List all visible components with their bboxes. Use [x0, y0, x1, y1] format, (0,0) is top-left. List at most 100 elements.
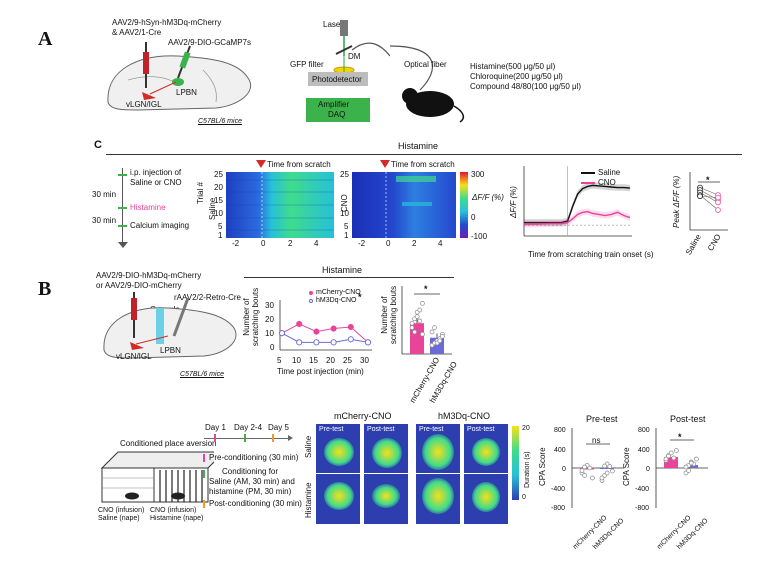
- optical-fiber-label: Optical fiber: [404, 60, 447, 69]
- trace-series-saline: [524, 184, 631, 224]
- cpa-pre-chart: [571, 428, 624, 508]
- peak-paired-chart: [689, 172, 728, 231]
- cpa-ytick: -400: [551, 486, 566, 493]
- brain-schematic-b: [103, 292, 237, 359]
- hm-ytick: 5: [344, 222, 349, 231]
- heat-row-histamine: Histamine: [304, 482, 313, 518]
- b-title: Histamine: [322, 265, 363, 275]
- a-region1: vLGN/IGL: [126, 100, 162, 109]
- scratch-timecourse-chart: [278, 300, 372, 351]
- cpa-ytick: 400: [554, 447, 566, 454]
- bar-point: [429, 329, 435, 335]
- cpa-ytick: -400: [635, 486, 650, 493]
- occ-post-label-2: Post-test: [467, 426, 495, 433]
- occupancy-map-mcherry-pre: [316, 424, 360, 524]
- bar-point: [412, 329, 417, 335]
- post-bullet: [203, 500, 205, 508]
- b-virus1: AAV2/9-DIO-hM3Dq-mCherry: [96, 271, 202, 280]
- b-legend-mcherry-dot: [309, 291, 313, 295]
- b-bar-ylabel: Number of scratching bouts: [380, 285, 398, 345]
- hm-ytick: 20: [214, 183, 223, 192]
- hm-ytick: 10: [340, 209, 349, 218]
- peak-pair-line: [699, 194, 719, 211]
- hm-xtick: 2: [288, 239, 293, 248]
- heat-group2: hM3Dq-CNO: [438, 411, 491, 421]
- legend-saline-label: Saline: [598, 168, 621, 177]
- b-virus1b: or AAV2/9-DIO-mCherry: [96, 281, 182, 290]
- c-title-rule: [106, 154, 742, 155]
- b-line-ytick: 0: [270, 343, 275, 352]
- day5-label: Day 5: [268, 423, 289, 432]
- cpa-ytick: 0: [646, 466, 650, 473]
- cpa-point: [590, 475, 595, 481]
- legend-saline-swatch: [581, 172, 595, 174]
- cpa-point: [668, 450, 674, 456]
- cpa-point: [610, 468, 615, 474]
- cpa-ytick: -800: [635, 505, 650, 512]
- c-timeline-axis: [122, 168, 123, 244]
- chamber1-line2: Saline (nape): [98, 515, 140, 522]
- b-line-ytick: 10: [265, 329, 274, 338]
- b-line-xtick: 5: [277, 356, 282, 365]
- b-bar-star: *: [424, 284, 428, 294]
- colorbar-label: ΔF/F (%): [472, 193, 504, 202]
- trace-ylabel: ΔF/F (%): [509, 186, 518, 218]
- cond-bullet: [203, 470, 205, 478]
- occupancy-map-mcherry-post: [364, 424, 408, 524]
- b-line-xtick: 25: [343, 356, 352, 365]
- amplifier-box: [306, 98, 370, 122]
- peak-cat-cno: CNO: [706, 232, 723, 253]
- hm-ytick: 25: [214, 170, 223, 179]
- hm-ytick: 25: [340, 170, 349, 179]
- peak-pair-line: [699, 187, 719, 196]
- optical-fiber-line: [389, 45, 434, 91]
- drug1-text: Histamine(500 μg/50 μl): [470, 62, 556, 71]
- peak-star: *: [706, 175, 710, 185]
- panel-label-a: A: [38, 28, 53, 50]
- cpa-ytick: 800: [638, 427, 650, 434]
- c-tick2: [118, 207, 127, 209]
- hm-ytick: 1: [218, 231, 223, 240]
- brain-schematic-a: [107, 42, 251, 111]
- cpa-point: [683, 464, 689, 470]
- b-legend-mcherry: mCherry-CNO: [316, 289, 361, 296]
- cpa-post-ylabel: CPA Score: [622, 447, 631, 486]
- cpa-bar-1: [684, 465, 698, 468]
- bar-point: [420, 301, 425, 306]
- pre-text: Pre-conditioning (30 min): [209, 453, 299, 462]
- hm-xtick: 4: [314, 239, 319, 248]
- c-tick3: [118, 225, 127, 227]
- hm-ytick: 10: [214, 209, 223, 218]
- heatmap-marker-right: [380, 160, 390, 168]
- b-line-ytick: 20: [265, 315, 274, 324]
- drug2-text: Chloroquine(200 μg/50 μl): [470, 72, 563, 81]
- cpa-post-title: Post-test: [670, 414, 706, 424]
- day-arrow: [288, 435, 293, 441]
- post-text: Post-conditioning (30 min): [209, 499, 302, 508]
- b-line-xtick: 15: [309, 356, 318, 365]
- cond-text-c: histamine (PM, 30 min): [209, 487, 292, 496]
- cpa-ytick: 800: [554, 427, 566, 434]
- trace-xlabel: Time from scratching train onset (s): [528, 250, 654, 259]
- c-step1a: i.p. injection of: [130, 168, 182, 177]
- c-gap1: 30 min: [92, 190, 117, 199]
- occupancy-map-hm3dq-post: [464, 424, 508, 524]
- tc-point: [347, 323, 354, 331]
- tc-point: [313, 339, 320, 346]
- cpa-post-chart: [655, 428, 708, 508]
- trace-sem-band-0: [524, 182, 630, 226]
- day24-label: Day 2-4: [234, 423, 263, 432]
- b-legend-hm3dq: hM3Dq-CNO: [316, 297, 357, 304]
- occ-post-label-1: Post-test: [367, 426, 395, 433]
- b-region2: LPBN: [160, 346, 181, 355]
- trace-sem-band-1: [524, 208, 630, 228]
- b-legend-hm3dq-dot: [309, 299, 313, 303]
- drug3-text: Compound 48/80(100 μg/50 μl): [470, 82, 582, 91]
- tc-point: [330, 325, 337, 332]
- hm-ytick: 5: [218, 222, 223, 231]
- a-virus1b-text: & AAV2/1-Cre: [112, 28, 162, 37]
- hm-xtick: 4: [438, 239, 443, 248]
- bar-point: [409, 325, 415, 330]
- tc-series-line-1: [281, 332, 369, 343]
- b-region1: vLGN/IGL: [116, 352, 152, 361]
